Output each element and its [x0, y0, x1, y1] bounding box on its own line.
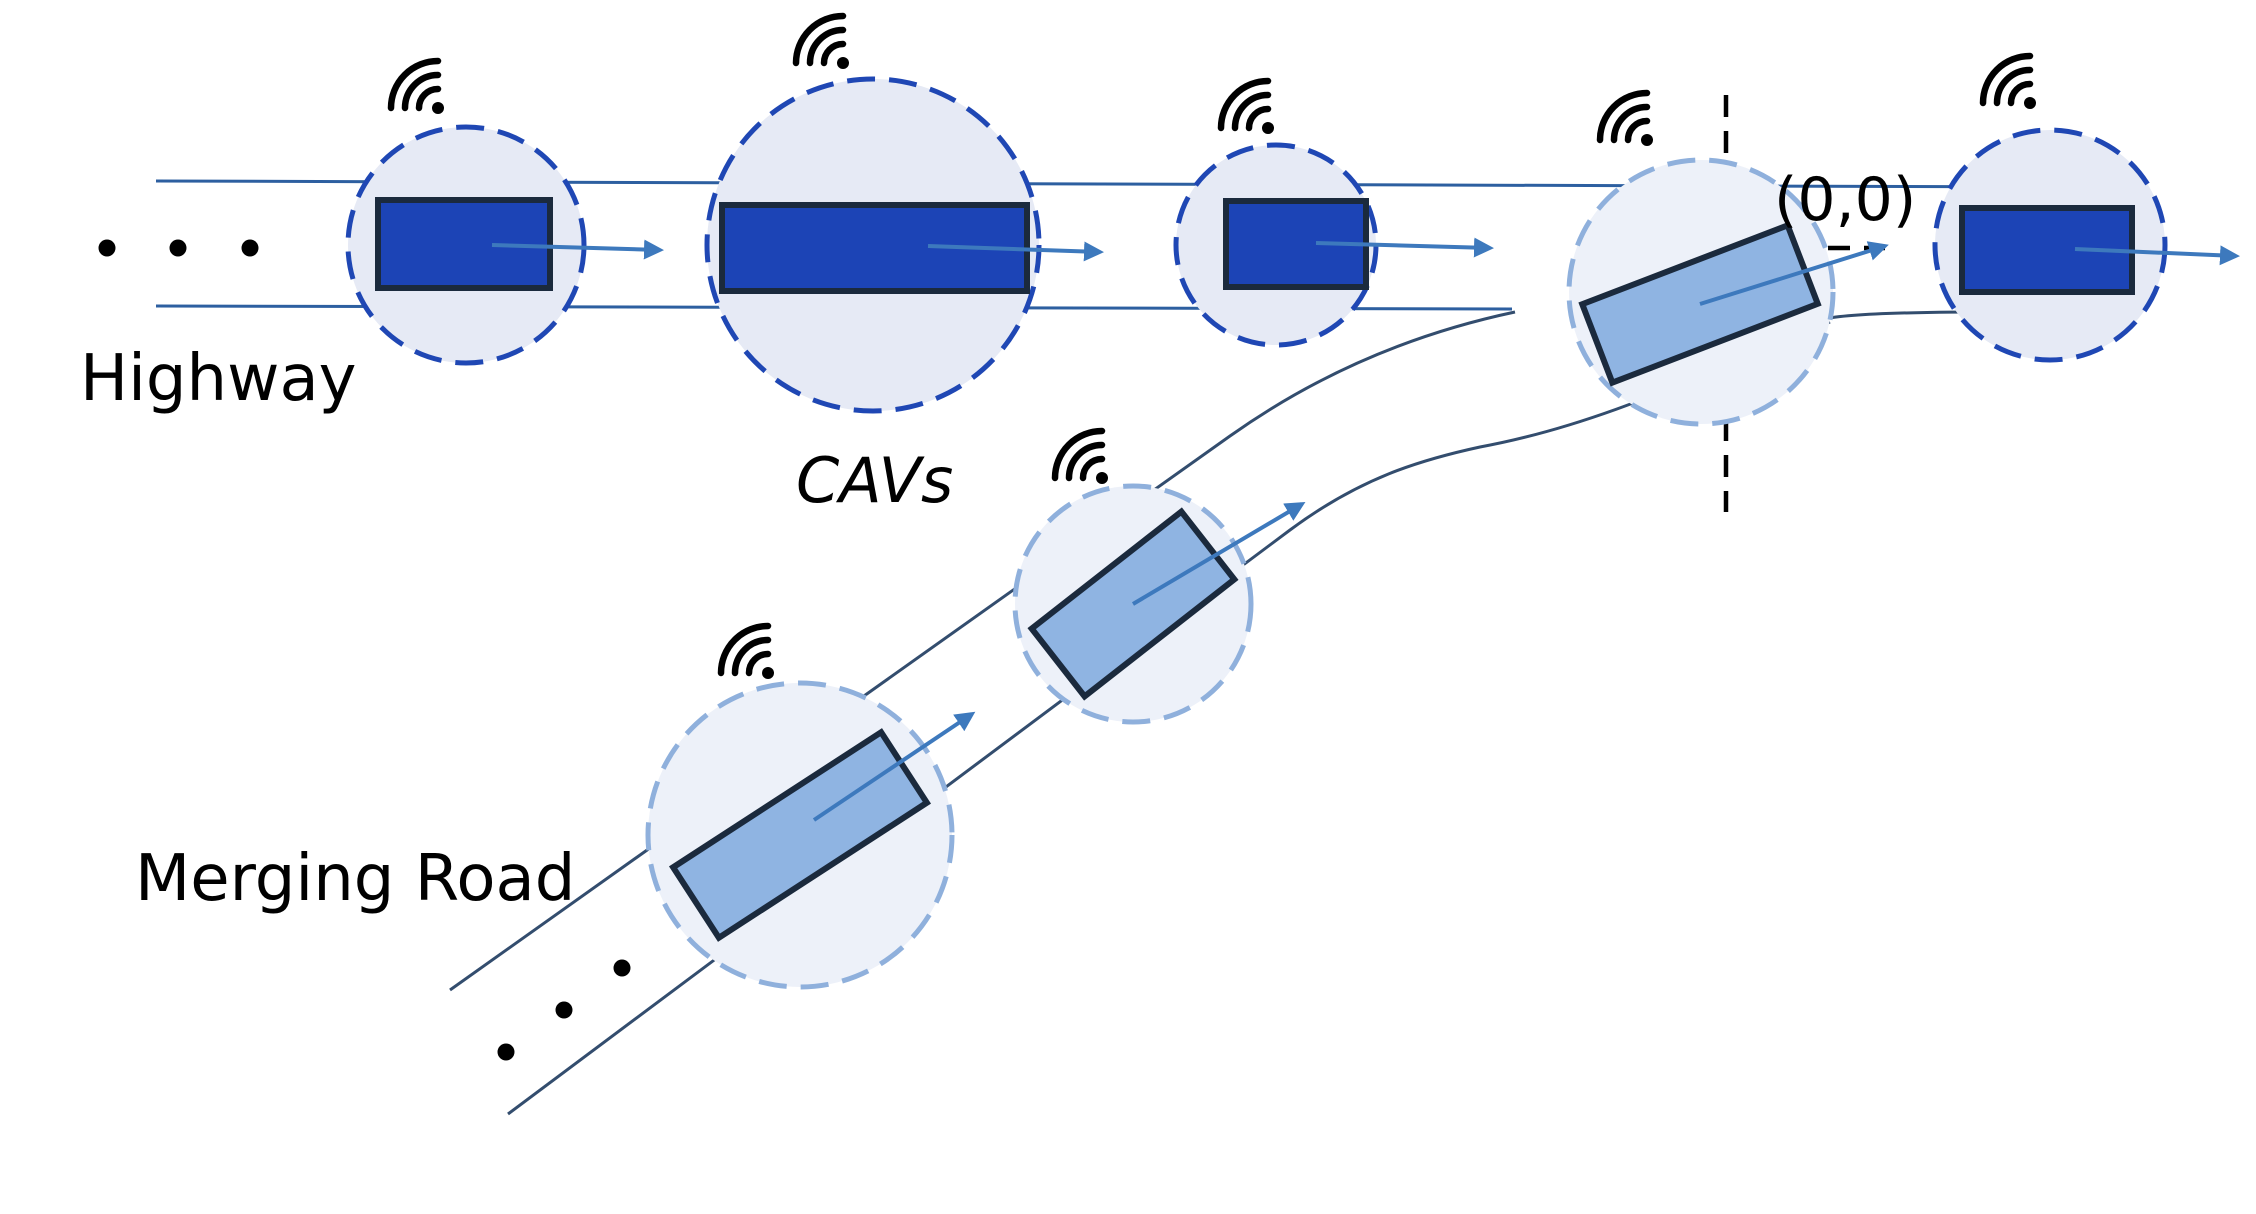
- highway-label: Highway: [80, 342, 357, 416]
- merging-cav-2: [1012, 431, 1306, 725]
- origin-label: (0,0): [1774, 165, 1916, 235]
- wifi-signal-icon: [391, 61, 444, 114]
- velocity-arrow: [812, 711, 976, 822]
- velocity-arrow: [2074, 245, 2240, 266]
- velocity-arrow: [491, 239, 664, 260]
- merging-road-upper-edge: [449, 310, 1516, 992]
- wifi-signal-icon: [1983, 56, 2036, 109]
- velocity-arrow: [1315, 237, 1494, 258]
- wifi-signal-icon: [1221, 81, 1274, 134]
- vehicle-body: [668, 728, 932, 942]
- wifi-signal-icon: [721, 626, 774, 679]
- velocity-arrow: [1131, 501, 1306, 606]
- merging-cav-1: [645, 626, 976, 990]
- wifi-signal-icon: [796, 16, 849, 69]
- cavs-label: CAVs: [796, 444, 953, 517]
- wifi-signal-icon: [1600, 93, 1653, 146]
- velocity-arrow: [927, 241, 1104, 262]
- merging-road-label: Merging Road: [135, 842, 575, 916]
- highway-ellipsis-icon: [98, 239, 259, 257]
- highway-cav-1: [345, 61, 664, 366]
- highway-cav-2: [704, 16, 1104, 414]
- velocity-arrow: [1699, 241, 1889, 306]
- merging-ellipsis-icon: [497, 959, 631, 1061]
- merging-cav-at-origin: [1566, 93, 1889, 427]
- wifi-signal-icon: [1055, 431, 1108, 484]
- highway-cav-4: [1932, 56, 2240, 363]
- highway-cav-3: [1173, 81, 1494, 348]
